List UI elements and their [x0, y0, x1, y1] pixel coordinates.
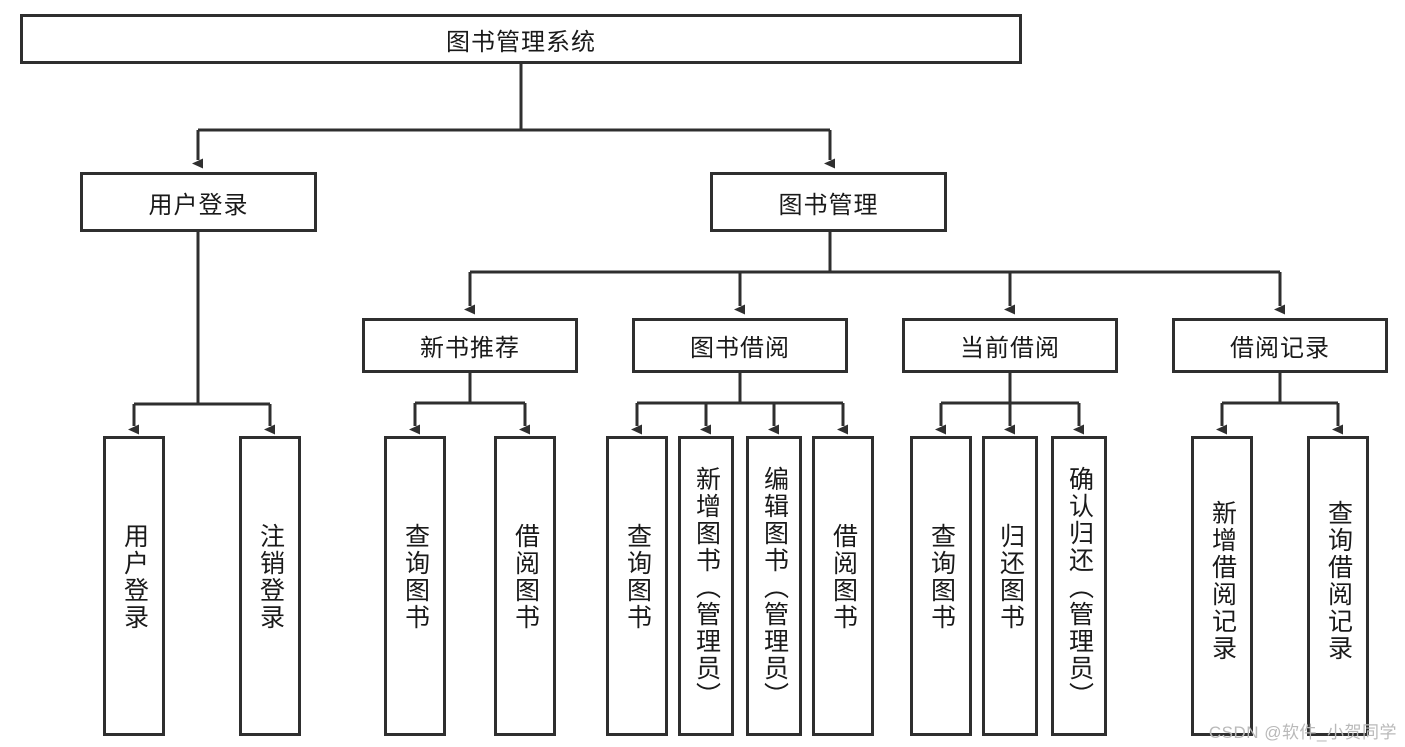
- node-leaf-return-book[interactable]: 归还图书: [982, 436, 1038, 736]
- node-leaf-edit-book[interactable]: 编辑图书（管理员）: [746, 436, 802, 736]
- node-user-login[interactable]: 用户登录: [80, 172, 317, 232]
- node-book-borrow-label: 图书借阅: [690, 335, 790, 362]
- node-leaf-query-book-2-label: 查询图书: [623, 523, 652, 631]
- node-leaf-borrow-book-1-label: 借阅图书: [511, 523, 540, 631]
- node-leaf-user-logout[interactable]: 注销登录: [239, 436, 301, 736]
- node-leaf-return-book-label: 归还图书: [996, 523, 1025, 631]
- node-book-borrow[interactable]: 图书借阅: [632, 318, 848, 373]
- node-current-borrow-label: 当前借阅: [960, 335, 1060, 362]
- node-new-book-recommend[interactable]: 新书推荐: [362, 318, 578, 373]
- node-leaf-borrow-book-1[interactable]: 借阅图书: [494, 436, 556, 736]
- node-leaf-add-record-label: 新增借阅记录: [1208, 500, 1237, 662]
- node-current-borrow[interactable]: 当前借阅: [902, 318, 1118, 373]
- node-borrow-record-label: 借阅记录: [1230, 335, 1330, 362]
- node-leaf-query-book-1-label: 查询图书: [401, 523, 430, 631]
- node-new-book-recommend-label: 新书推荐: [420, 335, 520, 362]
- node-book-management-label: 图书管理: [778, 191, 879, 219]
- node-leaf-borrow-book-2[interactable]: 借阅图书: [812, 436, 874, 736]
- node-root-label: 图书管理系统: [446, 28, 596, 56]
- node-leaf-user-login[interactable]: 用户登录: [103, 436, 165, 736]
- node-user-login-label: 用户登录: [148, 191, 249, 219]
- node-leaf-query-record[interactable]: 查询借阅记录: [1307, 436, 1369, 736]
- watermark: CSDN @软件_小贺同学: [1208, 723, 1397, 742]
- node-leaf-query-record-label: 查询借阅记录: [1324, 500, 1353, 662]
- node-leaf-edit-book-label: 编辑图书（管理员）: [760, 466, 789, 709]
- node-book-management[interactable]: 图书管理: [710, 172, 947, 232]
- node-root[interactable]: 图书管理系统: [20, 14, 1022, 64]
- node-leaf-add-book[interactable]: 新增图书（管理员）: [678, 436, 734, 736]
- node-leaf-user-logout-label: 注销登录: [256, 523, 285, 631]
- node-leaf-confirm-return-label: 确认归还（管理员）: [1065, 466, 1094, 709]
- node-leaf-query-book-3[interactable]: 查询图书: [910, 436, 972, 736]
- node-leaf-query-book-2[interactable]: 查询图书: [606, 436, 668, 736]
- node-leaf-query-book-1[interactable]: 查询图书: [384, 436, 446, 736]
- node-leaf-borrow-book-2-label: 借阅图书: [829, 523, 858, 631]
- node-borrow-record[interactable]: 借阅记录: [1172, 318, 1388, 373]
- node-leaf-query-book-3-label: 查询图书: [927, 523, 956, 631]
- node-leaf-confirm-return[interactable]: 确认归还（管理员）: [1051, 436, 1107, 736]
- node-leaf-user-login-label: 用户登录: [120, 523, 149, 631]
- node-leaf-add-book-label: 新增图书（管理员）: [692, 466, 721, 709]
- node-leaf-add-record[interactable]: 新增借阅记录: [1191, 436, 1253, 736]
